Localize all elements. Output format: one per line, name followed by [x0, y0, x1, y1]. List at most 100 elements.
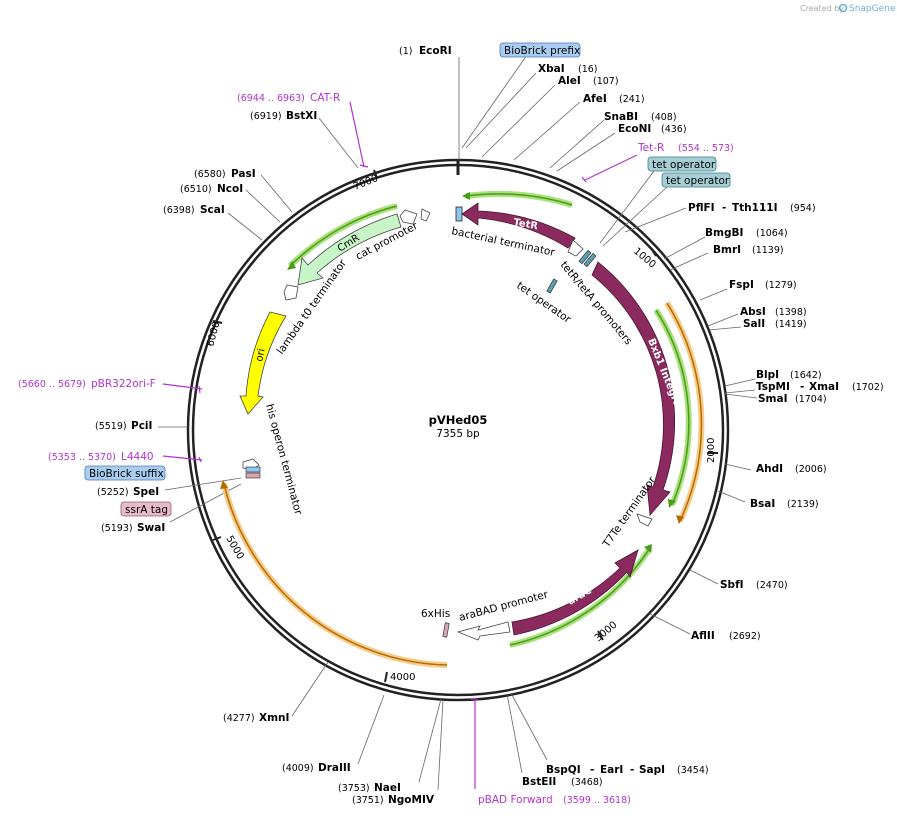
sixhis-box[interactable] [442, 622, 450, 638]
plasmid-size: 7355 bp [436, 428, 480, 440]
arabad-promoter-arrow[interactable] [456, 621, 511, 641]
pcii-name[interactable]: PciI [131, 420, 152, 432]
econi-name[interactable]: EcoNI [618, 123, 651, 135]
sbfi-pos: (2470) [756, 580, 788, 591]
naei-pos: (3753) [338, 783, 370, 794]
xbai-name[interactable]: XbaI [538, 63, 565, 75]
created-by-label: Created by [800, 4, 844, 13]
aflii-name[interactable]: AflII [691, 630, 715, 642]
tet-operator-tag-1[interactable]: tet operator [647, 156, 717, 172]
xmni-name[interactable]: XmnI [259, 712, 289, 724]
sali-name[interactable]: SalI [743, 318, 765, 330]
bstxi-name[interactable]: BstXI [286, 110, 317, 122]
tetr-label: TetR [512, 217, 539, 232]
eari-name[interactable]: EarI [600, 764, 623, 776]
afei-pos: (241) [619, 94, 645, 105]
aflii-pos: (2692) [729, 631, 761, 642]
biobrick-prefix-tag[interactable]: BioBrick prefix [499, 42, 581, 58]
swai-name[interactable]: SwaI [137, 522, 165, 534]
blpi-name[interactable]: BlpI [756, 369, 779, 381]
l4440-name[interactable]: L4440 [121, 451, 154, 463]
pasi-pos: (6580) [194, 169, 226, 180]
pcii-pos: (5519) [95, 421, 127, 432]
pflfi-sep: - [722, 202, 726, 214]
tick-label-3000: 3000 [593, 620, 620, 645]
pbad-forward-name[interactable]: pBAD Forward [478, 794, 553, 806]
swai-pos: (5193) [101, 523, 133, 534]
ssra-tag-box[interactable] [245, 472, 261, 479]
snapgene-logo-icon [838, 3, 848, 13]
fspi-pos: (1279) [765, 280, 797, 291]
pbad-forward-range: (3599 .. 3618) [563, 795, 631, 806]
ecori-name[interactable]: EcoRI [419, 45, 452, 57]
plasmid-name: pVHed05 [429, 413, 488, 427]
l4440-range: (5353 .. 5370) [48, 452, 116, 463]
bspqi-name[interactable]: BspQI [546, 764, 581, 776]
cat-r-name[interactable]: CAT-R [310, 92, 340, 104]
tet-operator-box-2[interactable] [583, 252, 597, 268]
econi-pos: (436) [661, 124, 687, 135]
brand-name: SnapGene [849, 4, 896, 14]
sapi-name[interactable]: SapI [639, 764, 665, 776]
pflfi-name[interactable]: PflFI [688, 202, 715, 214]
sbfi-name[interactable]: SbfI [720, 579, 744, 591]
tick-label-2000: 2000 [706, 438, 717, 463]
primer-marks [162, 101, 638, 789]
snabi-name[interactable]: SnaBI [604, 111, 638, 123]
bmgbi-name[interactable]: BmgBI [705, 227, 743, 239]
afei-name[interactable]: AfeI [583, 93, 607, 105]
tet-r-name[interactable]: Tet-R [637, 142, 664, 154]
orange-arcs [220, 301, 705, 668]
tet-operator-tag-2[interactable]: tet operator [661, 172, 731, 188]
spei-name[interactable]: SpeI [133, 486, 159, 498]
bmri-name[interactable]: BmrI [713, 244, 741, 256]
ngomiv-name[interactable]: NgoMIV [388, 794, 435, 806]
bsteii-name[interactable]: BstEII [522, 776, 556, 788]
ncoi-name[interactable]: NcoI [217, 183, 243, 195]
scai-name[interactable]: ScaI [200, 204, 225, 216]
tspmi-name[interactable]: TspMI [756, 381, 790, 393]
bspqi-pos: (3454) [677, 765, 709, 776]
tth111i-name[interactable]: Tth111I [732, 202, 777, 214]
biobrick-suffix-tag[interactable]: BioBrick suffix [84, 465, 166, 481]
draiii-pos: (4009) [282, 763, 314, 774]
pasi-name[interactable]: PasI [231, 168, 256, 180]
xmai-name[interactable]: XmaI [809, 381, 839, 393]
ori-label: ori [254, 348, 267, 363]
cmr-arrow[interactable] [297, 213, 402, 286]
naei-name[interactable]: NaeI [374, 782, 401, 794]
green-arcs [287, 190, 692, 648]
ssra-tag-tag[interactable]: ssrA tag [120, 501, 172, 517]
tick-label-4000: 4000 [390, 672, 415, 683]
absi-name[interactable]: AbsI [740, 306, 766, 318]
xmni-pos: (4277) [223, 713, 255, 724]
fspi-name[interactable]: FspI [729, 279, 754, 291]
tet-operator-box-3[interactable] [546, 278, 558, 294]
snabi-pos: (408) [651, 112, 677, 123]
tetr-arrow[interactable] [461, 202, 576, 249]
ori-arrow[interactable] [239, 311, 287, 415]
biobrick-prefix-box[interactable] [455, 206, 463, 222]
ecori-pos: (1) [399, 46, 412, 57]
ncoi-pos: (6510) [180, 184, 212, 195]
tet-operator-box-1[interactable] [578, 249, 592, 265]
biobrick-suffix-box[interactable] [245, 466, 261, 473]
ahdi-name[interactable]: AhdI [756, 463, 783, 475]
sixhis-label: 6xHis [421, 608, 450, 620]
bxb1-integrase-arrow[interactable] [591, 261, 676, 516]
tet-operator-inner-label: tet operator [514, 280, 573, 326]
smai-pos: (1704) [795, 394, 827, 405]
bstxi-pos: (6919) [250, 111, 282, 122]
smai-name[interactable]: SmaI [758, 393, 788, 405]
bsai-name[interactable]: BsaI [750, 498, 775, 510]
pbr322-range: (5660 .. 5679) [18, 379, 86, 390]
pbr322-name[interactable]: pBR322ori-F [91, 378, 156, 390]
tspmi-pos: (1702) [852, 382, 884, 393]
svg-text:ssrA tag: ssrA tag [125, 504, 168, 516]
sali-pos: (1419) [775, 319, 807, 330]
draiii-name[interactable]: DraIII [318, 762, 351, 774]
alei-name[interactable]: AleI [558, 75, 581, 87]
arac-arrow[interactable] [511, 549, 639, 636]
tick-marks [212, 169, 718, 683]
